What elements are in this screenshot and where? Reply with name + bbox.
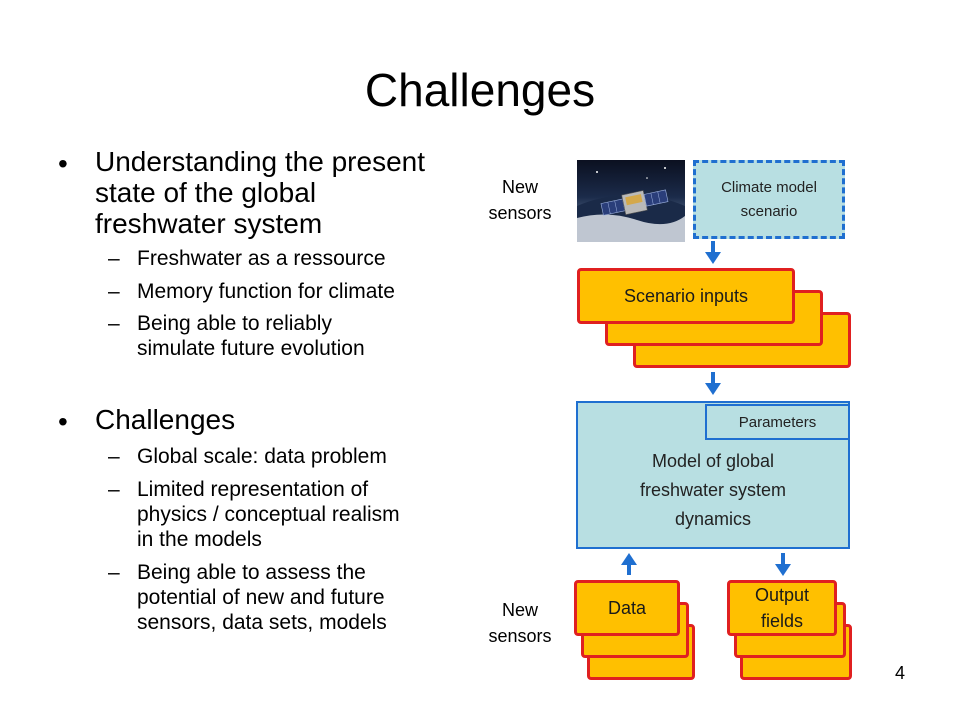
bullet-marker: • xyxy=(58,406,68,437)
dash-marker: – xyxy=(108,280,120,303)
subitem-2-3-line-3: sensors, data sets, models xyxy=(137,611,387,634)
box-line: freshwater system xyxy=(639,480,787,500)
climate-model-scenario-box: Climate model scenario xyxy=(693,160,845,239)
arrow-scenario-to-model xyxy=(705,372,721,395)
subitem-2-1: Global scale: data problem xyxy=(137,445,387,468)
data-box: Data xyxy=(574,580,680,636)
page-number: 4 xyxy=(894,663,905,683)
subitem-1-1: Freshwater as a ressource xyxy=(137,247,386,270)
new-sensors-label-top: New sensors xyxy=(470,174,570,226)
box-line: fields xyxy=(760,611,803,631)
slide-title: Challenges xyxy=(364,64,596,116)
subitem-2-2-line-3: in the models xyxy=(137,528,262,551)
bullet-1-line-3: freshwater system xyxy=(95,208,323,239)
arrow-climate-to-scenario xyxy=(705,241,721,264)
bullet-2-line-1: Challenges xyxy=(95,404,236,435)
bullet-marker: • xyxy=(58,148,68,179)
subitem-1-3-line-1: Being able to reliably xyxy=(137,312,332,335)
subitem-1-3-line-2: simulate future evolution xyxy=(137,337,365,360)
arrow-model-to-output xyxy=(775,553,791,576)
new-sensors-label-bottom: New sensors xyxy=(470,597,570,649)
subitem-2-2-line-1: Limited representation of xyxy=(137,478,369,501)
output-fields-box: Output fields xyxy=(727,580,837,636)
label-line: New xyxy=(501,600,538,620)
parameters-box: Parameters xyxy=(705,404,850,440)
subitem-2-3-line-2: potential of new and future xyxy=(137,586,385,609)
subitem-1-2: Memory function for climate xyxy=(137,280,395,303)
subitem-2-2-line-2: physics / conceptual realism xyxy=(137,503,400,526)
arrow-data-to-model xyxy=(621,553,637,575)
dash-marker: – xyxy=(108,312,120,335)
satellite-image xyxy=(577,160,685,242)
bullet-1-line-2: state of the global xyxy=(95,177,317,208)
subitem-2-3-line-1: Being able to assess the xyxy=(137,561,366,584)
label-line: sensors xyxy=(488,626,552,646)
dash-marker: – xyxy=(108,478,120,501)
dash-marker: – xyxy=(108,561,120,584)
box-line: scenario xyxy=(740,202,798,220)
box-line: Model of global xyxy=(651,451,775,471)
label-line: sensors xyxy=(488,203,552,223)
label-line: New xyxy=(501,177,538,197)
model-box-text: Model of global freshwater system dynami… xyxy=(590,447,836,534)
box-line: Output xyxy=(754,585,810,605)
dash-marker: – xyxy=(108,445,120,468)
scenario-inputs-box: Scenario inputs xyxy=(577,268,795,324)
dash-marker: – xyxy=(108,247,120,270)
box-line: Climate model xyxy=(721,178,817,196)
box-line: dynamics xyxy=(674,509,752,529)
bullet-1-line-1: Understanding the present xyxy=(95,146,425,177)
